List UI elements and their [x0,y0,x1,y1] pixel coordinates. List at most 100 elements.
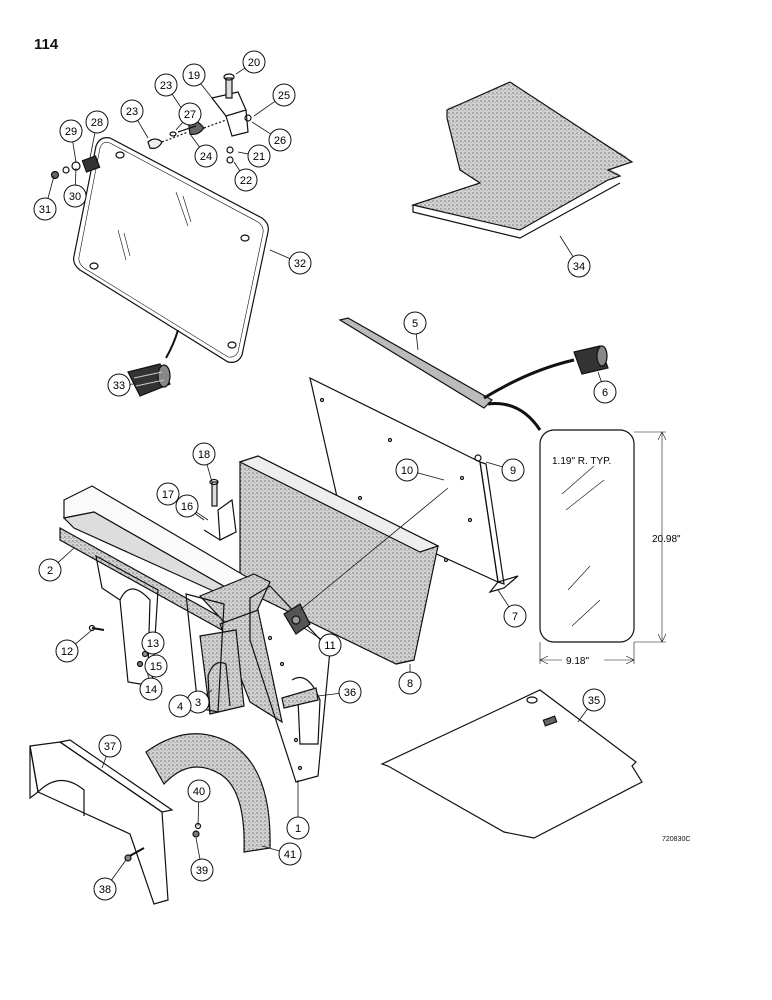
callout-circle [272,83,296,107]
callout-circle [120,99,144,123]
pad-strip-36 [281,687,319,709]
callout-circle [242,50,266,74]
leader-line [253,100,276,117]
callout-number: 1 [295,823,301,835]
leader-line [200,83,213,99]
callout-number: 26 [274,135,286,147]
callout-number: 4 [177,701,183,713]
leader-line [303,627,322,640]
callout-41: 41 [278,842,302,866]
callout-circle [141,631,165,655]
callout-circle [107,373,131,397]
callout-number: 17 [162,489,174,501]
callout-7: 7 [503,604,527,628]
leader-line [559,235,574,257]
corner-radius-label: 1.19" R. TYP. [552,456,611,467]
leader-line [261,845,280,852]
callout-number: 24 [200,151,212,163]
callout-circle [192,442,216,466]
grommet-33 [127,363,171,397]
callout-circle [178,102,202,126]
callout-circle [234,168,258,192]
callout-circle [154,73,178,97]
leader-line [206,689,213,696]
leader-line [251,121,271,135]
callout-38: 38 [93,877,117,901]
leader-line [74,167,77,186]
leader-line [237,151,249,155]
callout-22: 22 [234,168,258,192]
leader-line [75,629,93,645]
callout-34: 34 [567,254,591,278]
callout-number: 7 [512,611,518,623]
callout-number: 12 [61,646,73,658]
callout-12: 12 [55,639,79,663]
callout-number: 13 [147,638,159,650]
callout-3: 3 [186,690,210,714]
callout-circle [144,654,168,678]
seat-housing-2-3-4 [59,485,283,724]
window-panel-32 [73,137,269,363]
callout-2: 2 [38,558,62,582]
callout-circle [278,842,302,866]
bracket-16-17 [203,478,237,541]
drawing-code: 720830C [662,836,691,843]
leader-line [189,133,200,148]
callout-circle [194,144,218,168]
floor-mat-35 [380,689,643,839]
callout-circle [187,779,211,803]
leader-line [195,511,209,521]
callout-23: 23 [120,99,144,123]
leader-line [317,692,340,697]
callout-circle [190,858,214,882]
callout-28: 28 [85,110,109,134]
leader-line [597,371,602,382]
callout-number: 18 [198,449,210,461]
callout-5: 5 [403,311,427,335]
callout-circle [318,633,342,657]
callout-circle [593,380,617,404]
callout-circle [93,877,117,901]
callout-number: 32 [294,258,306,270]
leader-line [233,161,241,172]
callout-number: 34 [573,261,585,273]
leader-line [485,461,503,468]
callout-circle [582,688,606,712]
callout-19: 19 [182,63,206,87]
callout-number: 35 [588,695,600,707]
callout-30: 30 [63,184,87,208]
callout-16: 16 [175,494,199,518]
grommet-6 [483,345,609,431]
callout-circle [33,197,57,221]
latch-11 [283,487,449,635]
callout-number: 8 [407,678,413,690]
callout-circle [168,694,192,718]
leader-line [269,249,291,259]
callout-number: 22 [240,175,252,187]
callout-number: 36 [344,687,356,699]
callout-33: 33 [107,373,131,397]
callout-number: 10 [401,465,413,477]
callout-number: 41 [284,849,296,861]
callout-1: 1 [286,816,310,840]
callout-number: 25 [278,90,290,102]
callout-24: 24 [194,144,218,168]
small-hardware-28-31 [50,155,101,180]
callout-circle [268,128,292,152]
callout-circle [156,482,180,506]
callout-number: 15 [150,661,162,673]
callout-6: 6 [593,380,617,404]
leader-line [497,589,510,608]
callout-circle [288,251,312,275]
callout-number: 38 [99,884,111,896]
callout-circle [501,458,525,482]
callout-circle [55,639,79,663]
leader-line [47,175,55,199]
foam-pad-34 [410,81,634,239]
callout-number: 39 [196,865,208,877]
callout-27: 27 [178,102,202,126]
callout-32: 32 [288,251,312,275]
side-panel-1 [249,585,331,783]
callout-number: 14 [145,684,157,696]
callout-number: 3 [195,697,201,709]
